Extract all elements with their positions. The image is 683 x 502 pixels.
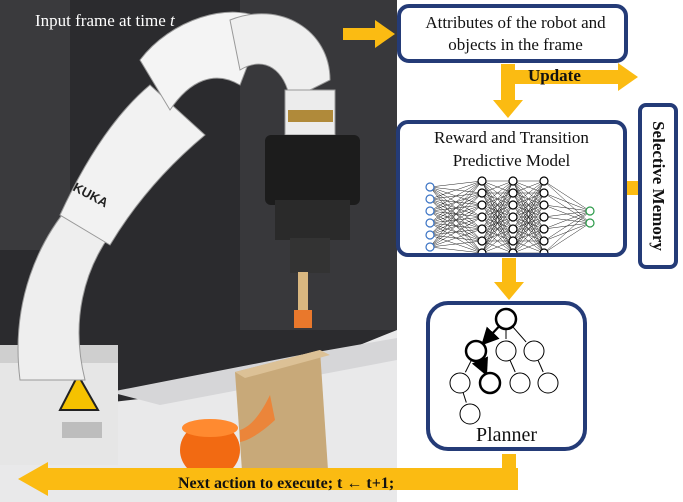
- nn-node: [508, 188, 518, 198]
- nn-node: [508, 212, 518, 222]
- reward-model-line2: Predictive Model: [452, 151, 571, 170]
- nn-node: [477, 224, 487, 234]
- nn-node: [425, 206, 435, 216]
- nn-node: [477, 248, 487, 253]
- nn-node: [425, 230, 435, 240]
- arrow-to-reward: [493, 64, 523, 118]
- input-frame-caption: Input frame at time t: [35, 11, 175, 30]
- tree-node: [523, 340, 545, 362]
- neural-network-icon: [425, 176, 595, 253]
- nn-node: [539, 188, 549, 198]
- nn-node: [539, 200, 549, 210]
- nn-node: [477, 176, 487, 186]
- tree-node: [459, 403, 481, 425]
- search-tree-icon: [449, 307, 559, 425]
- arrow-to-attributes: [343, 20, 395, 48]
- nn-node: [477, 188, 487, 198]
- tree-node: [495, 340, 517, 362]
- nn-node: [539, 176, 549, 186]
- nn-node: [425, 242, 435, 252]
- nn-node: [477, 212, 487, 222]
- nn-node: [508, 236, 518, 246]
- nn-node: [508, 200, 518, 210]
- nn-node: [508, 224, 518, 234]
- next-action-label: Next action to execute; t ← t+1;: [178, 475, 395, 492]
- nn-node: [539, 236, 549, 246]
- reward-model-box: Reward and Transition Predictive Model: [396, 120, 627, 257]
- tree-node: [494, 307, 518, 331]
- nn-node: [508, 176, 518, 186]
- tree-node: [449, 372, 471, 394]
- nn-node: [425, 182, 435, 192]
- nn-node: [539, 212, 549, 222]
- selective-memory-box: Selective Memory: [638, 103, 678, 269]
- next-action-bar: [43, 468, 518, 490]
- tree-node: [464, 339, 488, 363]
- planner-label: Planner: [475, 424, 538, 446]
- nn-node: [477, 236, 487, 246]
- attributes-label: Attributes of the robot and objects in t…: [425, 13, 606, 54]
- nn-node: [425, 218, 435, 228]
- selective-memory-label: Selective Memory: [649, 121, 668, 251]
- arrow-to-planner: [494, 258, 524, 300]
- reward-model-line1: Reward and Transition: [434, 128, 589, 147]
- nn-node: [508, 248, 518, 253]
- nn-node: [585, 218, 595, 228]
- planner-box: Planner: [426, 301, 587, 451]
- tree-node: [478, 371, 502, 395]
- nn-node: [539, 224, 549, 234]
- arrow-update: [508, 63, 638, 91]
- next-action-head: [18, 462, 48, 496]
- update-label: Update: [528, 66, 581, 85]
- tree-node: [509, 372, 531, 394]
- nn-node: [477, 200, 487, 210]
- nn-node: [585, 206, 595, 216]
- attributes-box: Attributes of the robot and objects in t…: [397, 4, 628, 63]
- tree-node: [537, 372, 559, 394]
- nn-node: [539, 248, 549, 253]
- nn-node: [425, 194, 435, 204]
- reward-model-label: Reward and Transition Predictive Model: [400, 126, 623, 172]
